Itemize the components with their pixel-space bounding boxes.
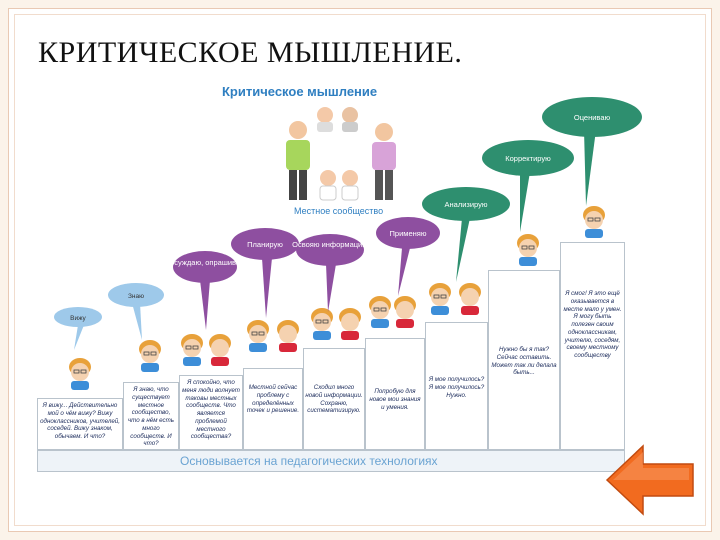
bubble-see-label: Вижу — [70, 315, 86, 322]
community-label: Местное сообщество — [294, 206, 384, 216]
step-text-6: Попробую для новое мои знания и умения. — [369, 388, 421, 411]
slide-title: КРИТИЧЕСКОЕ МЫШЛЕНИЕ. — [38, 36, 463, 69]
stair-step-8 — [488, 270, 560, 450]
step-text-4: Местной сейчас проблему с определённых т… — [246, 384, 300, 415]
bubble-apply-label: Применяю — [390, 229, 427, 238]
stair-step-3 — [179, 375, 243, 450]
base-label: Основывается на педагогических технологи… — [180, 454, 438, 468]
slide-border — [14, 14, 706, 526]
person-grandparent-1 — [317, 107, 333, 132]
bubble-see: Вижу — [54, 307, 102, 350]
bubble-analyze-label: Анализирую — [445, 200, 488, 209]
step-text-2: Я знаю, что существует местное сообществ… — [127, 386, 175, 448]
bubble-info: Освояю информацию — [292, 234, 368, 312]
person-father — [286, 121, 310, 200]
stair-step-2 — [123, 382, 179, 450]
stair-step-9 — [560, 242, 625, 450]
step-text-5: Сходил много новой информации. Сохраню, … — [305, 384, 363, 415]
family-illustration — [286, 107, 396, 201]
step-text-8: Нужно бы я так? Сейчас оставить. Может т… — [491, 346, 557, 377]
person-mother — [372, 123, 396, 200]
stair-step-7 — [425, 322, 488, 450]
step-text-7: Я мое получилось? Я мое получилось? Нужн… — [428, 376, 485, 399]
bubble-plan-label: Планирую — [247, 240, 283, 249]
bubble-evaluate: Оцениваю — [542, 97, 642, 206]
person-grandparent-2 — [342, 107, 358, 132]
bubble-know-label: Знаю — [128, 293, 144, 300]
bubble-apply: Применяю — [376, 217, 440, 296]
stair-step-1 — [37, 398, 123, 450]
bubble-correct: Корректирую — [482, 140, 574, 232]
bubble-discuss-label: Обсуждаю, опрашиваю — [164, 258, 246, 267]
bubble-analyze: Анализирую — [422, 187, 510, 282]
bubble-correct-label: Корректирую — [505, 154, 551, 163]
step-text-3: Я спокойно, что меня люди волнует таковы… — [182, 379, 240, 441]
stair-step-4 — [243, 368, 303, 450]
person-child-2 — [341, 170, 359, 201]
diagram-title: Критическое мышление — [222, 84, 378, 99]
bubble-know: Знаю — [108, 283, 164, 340]
step-text-1: Я вижу... Действительно мой о чём вижу? … — [40, 402, 120, 440]
bubble-discuss: Обсуждаю, опрашиваю — [164, 251, 246, 330]
stair-step-5 — [303, 348, 365, 450]
base-bar — [37, 450, 625, 472]
bubble-evaluate-label: Оцениваю — [574, 113, 611, 122]
bubble-info-label: Освояю информацию — [292, 240, 368, 249]
bubble-plan: Планирую — [231, 228, 299, 318]
person-child-1 — [319, 170, 337, 201]
step-text-9: Я смог! Я это ещё оказывается в месте ма… — [563, 290, 622, 359]
left-arrow-icon[interactable] — [603, 440, 697, 520]
stair-step-6 — [365, 338, 425, 450]
